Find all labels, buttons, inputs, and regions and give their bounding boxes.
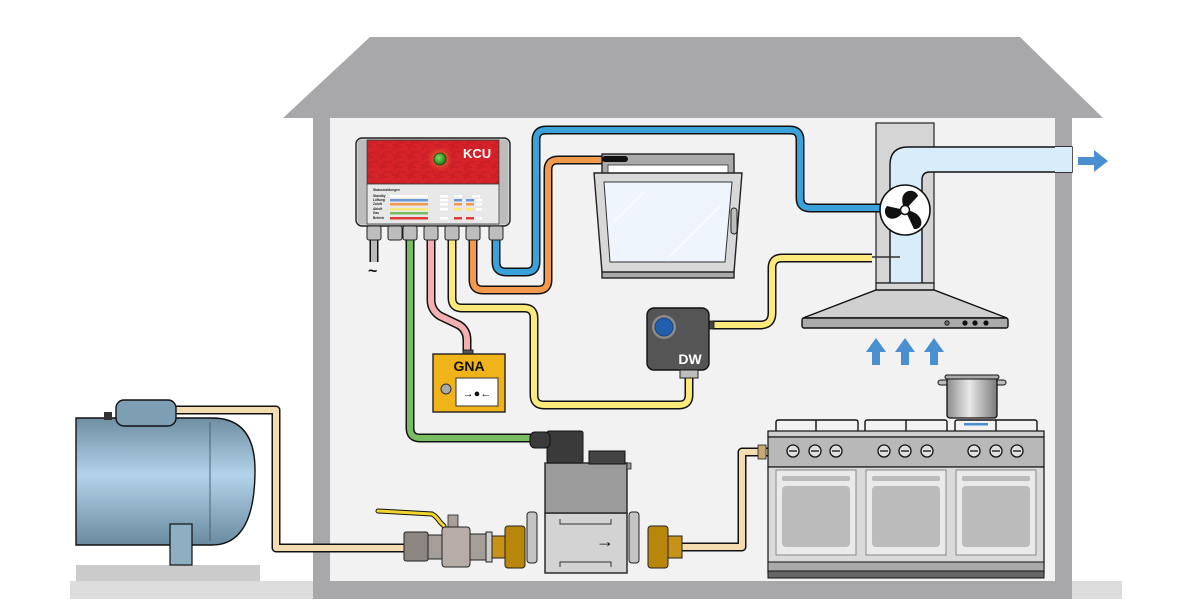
cable-blue (493, 127, 888, 275)
brass-fitting-right (647, 525, 669, 569)
gna-label: GNA (453, 358, 484, 374)
cable-orange (470, 157, 604, 293)
kcu-cable-glands (366, 225, 504, 241)
cable-green (407, 240, 532, 441)
gas-tank (75, 399, 256, 566)
valve-flow-arrow: → (596, 531, 614, 551)
window-glass (603, 181, 733, 263)
tank-foot (169, 523, 193, 566)
gna-push-symbol: →●← (463, 388, 492, 400)
gna-indicator (440, 383, 452, 395)
status-row-label: Abluft (373, 207, 383, 211)
roof (283, 37, 1103, 118)
gas-range (757, 419, 1045, 579)
stove-knobs (786, 444, 1024, 458)
cable-yellow-dw (449, 240, 692, 408)
cable-pink (428, 240, 470, 352)
status-row-label: Standby (373, 194, 386, 198)
tank-base (76, 565, 260, 581)
airflow-arrow-icon (866, 338, 886, 365)
gna-emergency-switch[interactable]: GNA →●← (432, 349, 506, 413)
cable-yellow-hood (712, 255, 872, 328)
airflow-arrow-icon (895, 338, 915, 365)
kcu-controller: KCU Statusmeldungen Standby Lüftung Zulu… (355, 137, 511, 241)
kcu-label: KCU (463, 146, 491, 161)
oven-doors (775, 469, 1037, 556)
dw-label: DW (678, 351, 702, 367)
airflow-arrow-icon (924, 338, 944, 365)
window-handle (730, 207, 738, 235)
power-symbol: ~ (368, 263, 377, 280)
solenoid-gas-valve: → (526, 430, 640, 574)
airflow-arrows (866, 338, 944, 365)
exhaust-fan (879, 184, 931, 236)
house-floor (313, 581, 1072, 599)
window-actuator (602, 156, 628, 162)
status-row-label: Lüftung (373, 198, 385, 202)
tilt-window (593, 153, 743, 279)
house-wall-left (313, 118, 330, 581)
exhaust-arrow (1078, 150, 1108, 172)
kcu-status-led (433, 152, 447, 166)
house-wall-right (1055, 118, 1072, 581)
valve-actuator (544, 462, 628, 514)
status-row-label: Zuluft (373, 202, 383, 206)
status-row-label: Gas (373, 211, 379, 215)
status-row-label: Betrieb (373, 216, 384, 220)
dw-button[interactable] (654, 317, 674, 337)
dw-pressure-switch: DW (646, 307, 715, 379)
valve-body (544, 512, 628, 574)
cables (369, 125, 900, 443)
kcu-status-title: Statusmeldungen (373, 188, 400, 192)
range-hood (801, 282, 1009, 329)
fan-hub (899, 204, 911, 216)
valve-handle[interactable] (376, 509, 446, 528)
ball-valve[interactable] (375, 508, 493, 568)
cooking-pot (937, 374, 1007, 419)
kcu-status-rows: Standby Lüftung Zuluft Abluft Gas Betrie… (373, 194, 482, 220)
valve-connector (546, 430, 584, 464)
